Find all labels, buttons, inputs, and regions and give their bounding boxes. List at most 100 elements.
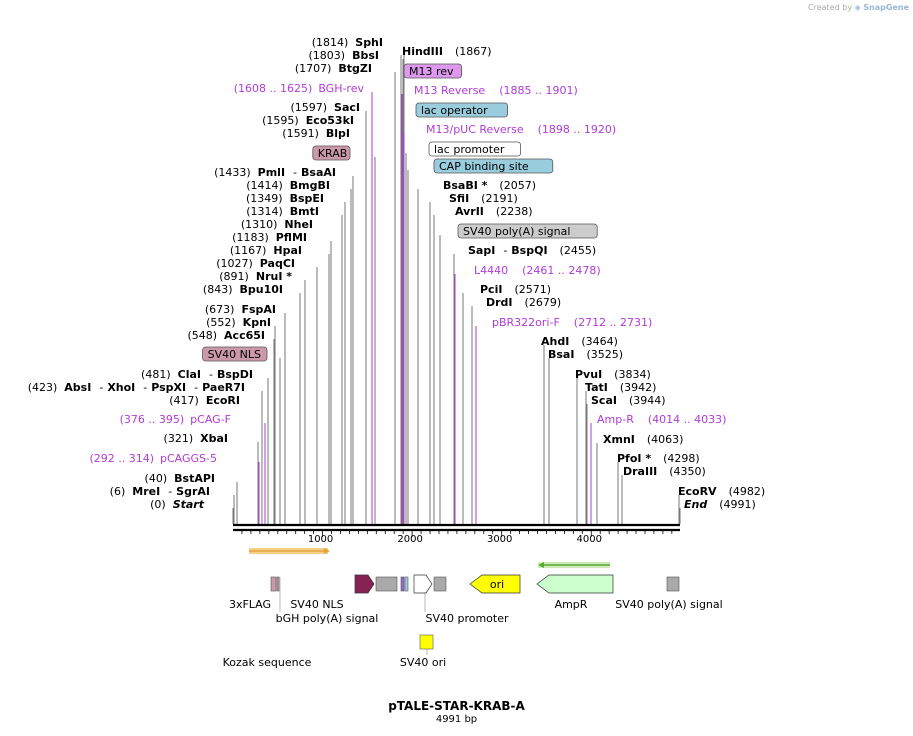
label-position: (1898 .. 1920) <box>538 123 617 136</box>
label-lac-operator-34[interactable]: lac operator <box>421 104 488 117</box>
label-position: (1310) <box>241 218 278 231</box>
label-avrii-40[interactable]: AvrII(2238) <box>455 205 532 218</box>
label-draiii-55[interactable]: DraIII(4350) <box>623 465 706 478</box>
snapgene-credit: Created by ◈ SnapGene <box>808 3 909 12</box>
label-blpi-6[interactable]: (1591)BlpI <box>282 127 350 140</box>
label-m13-puc-reverse-35[interactable]: M13/pUC Reverse(1898 .. 1920) <box>426 123 616 136</box>
label-amp-r-52[interactable]: Amp-R(4014 .. 4033) <box>597 413 726 426</box>
feature-lac-promoter[interactable] <box>413 574 433 594</box>
label-position: (3944) <box>629 394 666 407</box>
feature-lac-operator[interactable] <box>404 576 409 592</box>
label-pmli-8[interactable]: (1433)PmlI-BsaAI <box>214 166 336 179</box>
feature-m13-rev[interactable] <box>400 576 405 592</box>
label-scai-51[interactable]: ScaI(3944) <box>591 394 666 407</box>
label-position: (321) <box>164 432 194 445</box>
enzyme-name: SacI <box>334 101 360 114</box>
label-position: (4063) <box>647 433 684 446</box>
enzyme-name: Bpu10I <box>240 283 284 296</box>
label-pflmi-13[interactable]: (1183)PflMI <box>232 231 307 244</box>
label-position: (417) <box>169 394 199 407</box>
label-position: (2057) <box>499 179 536 192</box>
label-saci-4[interactable]: (1597)SacI <box>290 101 360 114</box>
label-clai-22[interactable]: (481)ClaI-BspDI <box>141 368 253 381</box>
label-bbsi-1[interactable]: (1803)BbsI <box>309 49 379 62</box>
label-absi-23[interactable]: (423)AbsI-XhoI-PspXI-PaeR7I <box>28 381 245 394</box>
label-sv40-nls-21[interactable]: SV40 NLS <box>208 348 261 361</box>
label-pvui-49[interactable]: PvuI(3834) <box>575 368 651 381</box>
label-pcag-f-25[interactable]: (376 .. 395) pCAG-F <box>120 413 231 426</box>
label-hindiii-31[interactable]: HindIII(1867) <box>402 45 492 58</box>
feature-sv40-polya-small[interactable] <box>433 576 447 592</box>
separator: - <box>209 368 213 381</box>
feature-ampr[interactable] <box>536 574 614 594</box>
feature-label-3xflag: 3xFLAG <box>229 598 271 611</box>
label-position: (1707) <box>295 62 332 75</box>
label-l4440-43[interactable]: L4440(2461 .. 2478) <box>474 264 601 277</box>
label-position: (376 .. 395) <box>120 413 185 426</box>
feature-ori[interactable] <box>469 574 521 594</box>
feature-label-text: lac operator <box>421 104 488 117</box>
label-bspei-10[interactable]: (1349)BspEI <box>246 192 324 205</box>
enzyme-name: PspXI <box>151 381 186 394</box>
label-lac-promoter-36[interactable]: lac promoter <box>434 143 505 156</box>
label-bstapi-28[interactable]: (40)BstAPI <box>145 472 215 485</box>
label-end-57[interactable]: End(4991) <box>684 498 756 511</box>
label-bpu10i-17[interactable]: (843)Bpu10I <box>203 283 283 296</box>
label-xbai-26[interactable]: (321)XbaI <box>164 432 228 445</box>
label-pbr322ori-f-46[interactable]: pBR322ori-F(2712 .. 2731) <box>492 316 652 329</box>
label-position: (1433) <box>214 166 251 179</box>
primer-name: pCAGGS-5 <box>160 452 217 465</box>
label-cap-binding-site-37[interactable]: CAP binding site <box>439 160 529 173</box>
enzyme-name: Start <box>173 498 205 511</box>
label-hpai-14[interactable]: (1167)HpaI <box>230 244 302 257</box>
plasmid-name[interactable]: pTALE-STAR-KRAB-A <box>388 699 525 713</box>
feature-sv40-nls[interactable] <box>276 576 280 592</box>
label-acc65i-20[interactable]: (548)Acc65I <box>187 329 265 342</box>
enzyme-name: PfoI * <box>617 452 651 465</box>
label-start-30[interactable]: (0)Start <box>150 498 205 511</box>
feature-krab-cds[interactable] <box>354 574 375 594</box>
label-nhei-12[interactable]: (1310)NheI <box>241 218 313 231</box>
feature-sv40-polya[interactable] <box>666 576 680 592</box>
enzyme-name: PciI <box>480 283 502 296</box>
label-krab-7[interactable]: KRAB <box>318 147 347 160</box>
primer-name: pCAG-F <box>190 413 231 426</box>
label-position: (1814) <box>312 36 349 49</box>
label-bsabi-38[interactable]: BsaBI * (2057) <box>443 179 536 192</box>
enzyme-name: BsaBI * <box>443 179 488 192</box>
label-sv40-poly-a-signal-41[interactable]: SV40 poly(A) signal <box>463 225 570 238</box>
feature-3xflag[interactable] <box>270 576 277 592</box>
label-m13-reverse-33[interactable]: M13 Reverse(1885 .. 1901) <box>414 84 578 97</box>
label-ecori-24[interactable]: (417)EcoRI <box>169 394 240 407</box>
label-bmti-11[interactable]: (1314)BmtI <box>246 205 319 218</box>
enzyme-name: BlpI <box>326 127 350 140</box>
label-btgzi-2[interactable]: (1707)BtgZI <box>295 62 372 75</box>
label-tati-50[interactable]: TatI(3942) <box>585 381 656 394</box>
label-pcii-44[interactable]: PciI(2571) <box>480 283 551 296</box>
label-mrei-29[interactable]: (6)MreI-SgrAI <box>110 485 210 498</box>
label-m13-rev-32[interactable]: M13 rev <box>409 65 454 78</box>
label-fspai-18[interactable]: (673)FspAI <box>205 303 276 316</box>
feature-bgh-polya[interactable] <box>375 576 398 592</box>
label-ecorv-56[interactable]: EcoRV(4982) <box>678 485 765 498</box>
label-pfoi-54[interactable]: PfoI *(4298) <box>617 452 700 465</box>
feature-sv40-ori[interactable] <box>419 634 434 650</box>
label-position: (548) <box>187 329 217 342</box>
feature-box-m13-rev <box>403 63 462 79</box>
label-bmgbi-9[interactable]: (1414)BmgBI <box>246 179 330 192</box>
label-sphi-0[interactable]: (1814)SphI <box>312 36 383 49</box>
label-sfii-39[interactable]: SfiI(2191) <box>449 192 518 205</box>
label-drdi-45[interactable]: DrdI(2679) <box>486 296 561 309</box>
label-pcaggs-5-27[interactable]: (292 .. 314)pCAGGS-5 <box>89 452 217 465</box>
label-eco53ki-5[interactable]: (1595)Eco53kI <box>262 114 354 127</box>
label-bsai-48[interactable]: BsaI(3525) <box>548 348 623 361</box>
label-bgh-rev-3[interactable]: (1608 .. 1625)BGH-rev <box>234 82 365 95</box>
label-paqci-15[interactable]: (1027)PaqCI <box>216 257 295 270</box>
label-position: (1314) <box>246 205 283 218</box>
label-xmni-53[interactable]: XmnI(4063) <box>603 433 683 446</box>
enzyme-name: BspDI <box>217 368 253 381</box>
label-sapi-42[interactable]: SapI-BspQI(2455) <box>468 244 596 257</box>
label-nrui-16[interactable]: (891)NruI * <box>219 270 292 283</box>
label-kpni-19[interactable]: (552)KpnI <box>206 316 271 329</box>
label-ahdi-47[interactable]: AhdI(3464) <box>541 335 618 348</box>
